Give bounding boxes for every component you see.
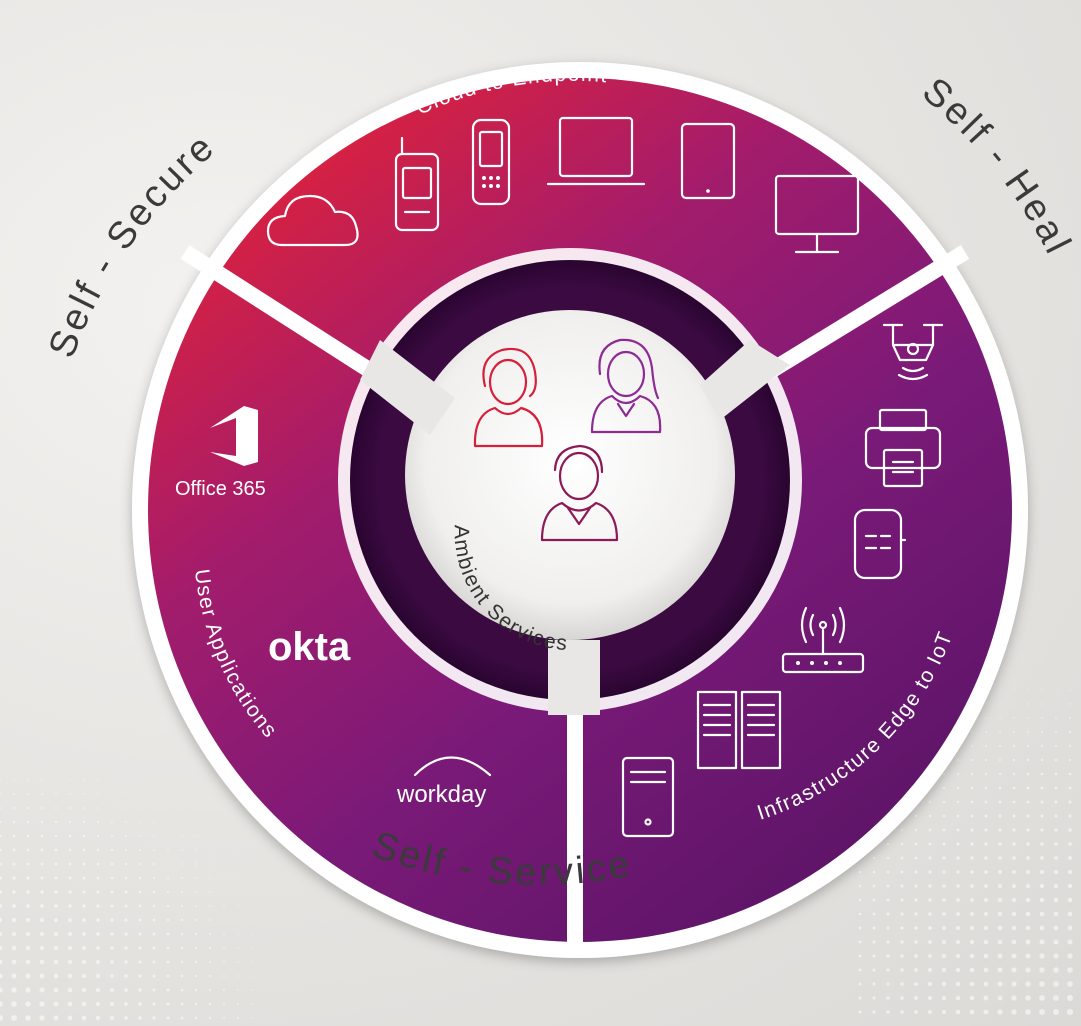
svg-text:workday: workday <box>396 781 486 808</box>
router-icon <box>781 606 865 674</box>
cloud-icon <box>266 194 359 247</box>
smartwatch-icon <box>853 508 907 580</box>
handheld-scanner-icon <box>471 118 511 206</box>
self-heal-label: Self - Heal <box>914 70 1079 263</box>
woman-user-icon <box>473 347 544 448</box>
mobile-computer-icon <box>394 136 440 232</box>
printer-icon <box>864 408 942 488</box>
tablet-icon <box>680 122 736 200</box>
drone-icon <box>882 323 944 381</box>
desktop-tower-icon <box>621 756 675 838</box>
office-365-label: Office 365 <box>175 478 266 500</box>
man-user-icon <box>540 444 619 542</box>
server-rack-icon <box>696 690 782 770</box>
center-disc <box>405 310 735 640</box>
center-connectors <box>360 340 790 715</box>
woman-user-icon <box>590 338 662 434</box>
okta-logo: okta <box>268 625 351 669</box>
office-365-logo <box>210 406 258 466</box>
monitor-icon <box>774 174 860 254</box>
laptop-icon <box>546 116 646 186</box>
workday-logo: workday <box>396 756 492 808</box>
